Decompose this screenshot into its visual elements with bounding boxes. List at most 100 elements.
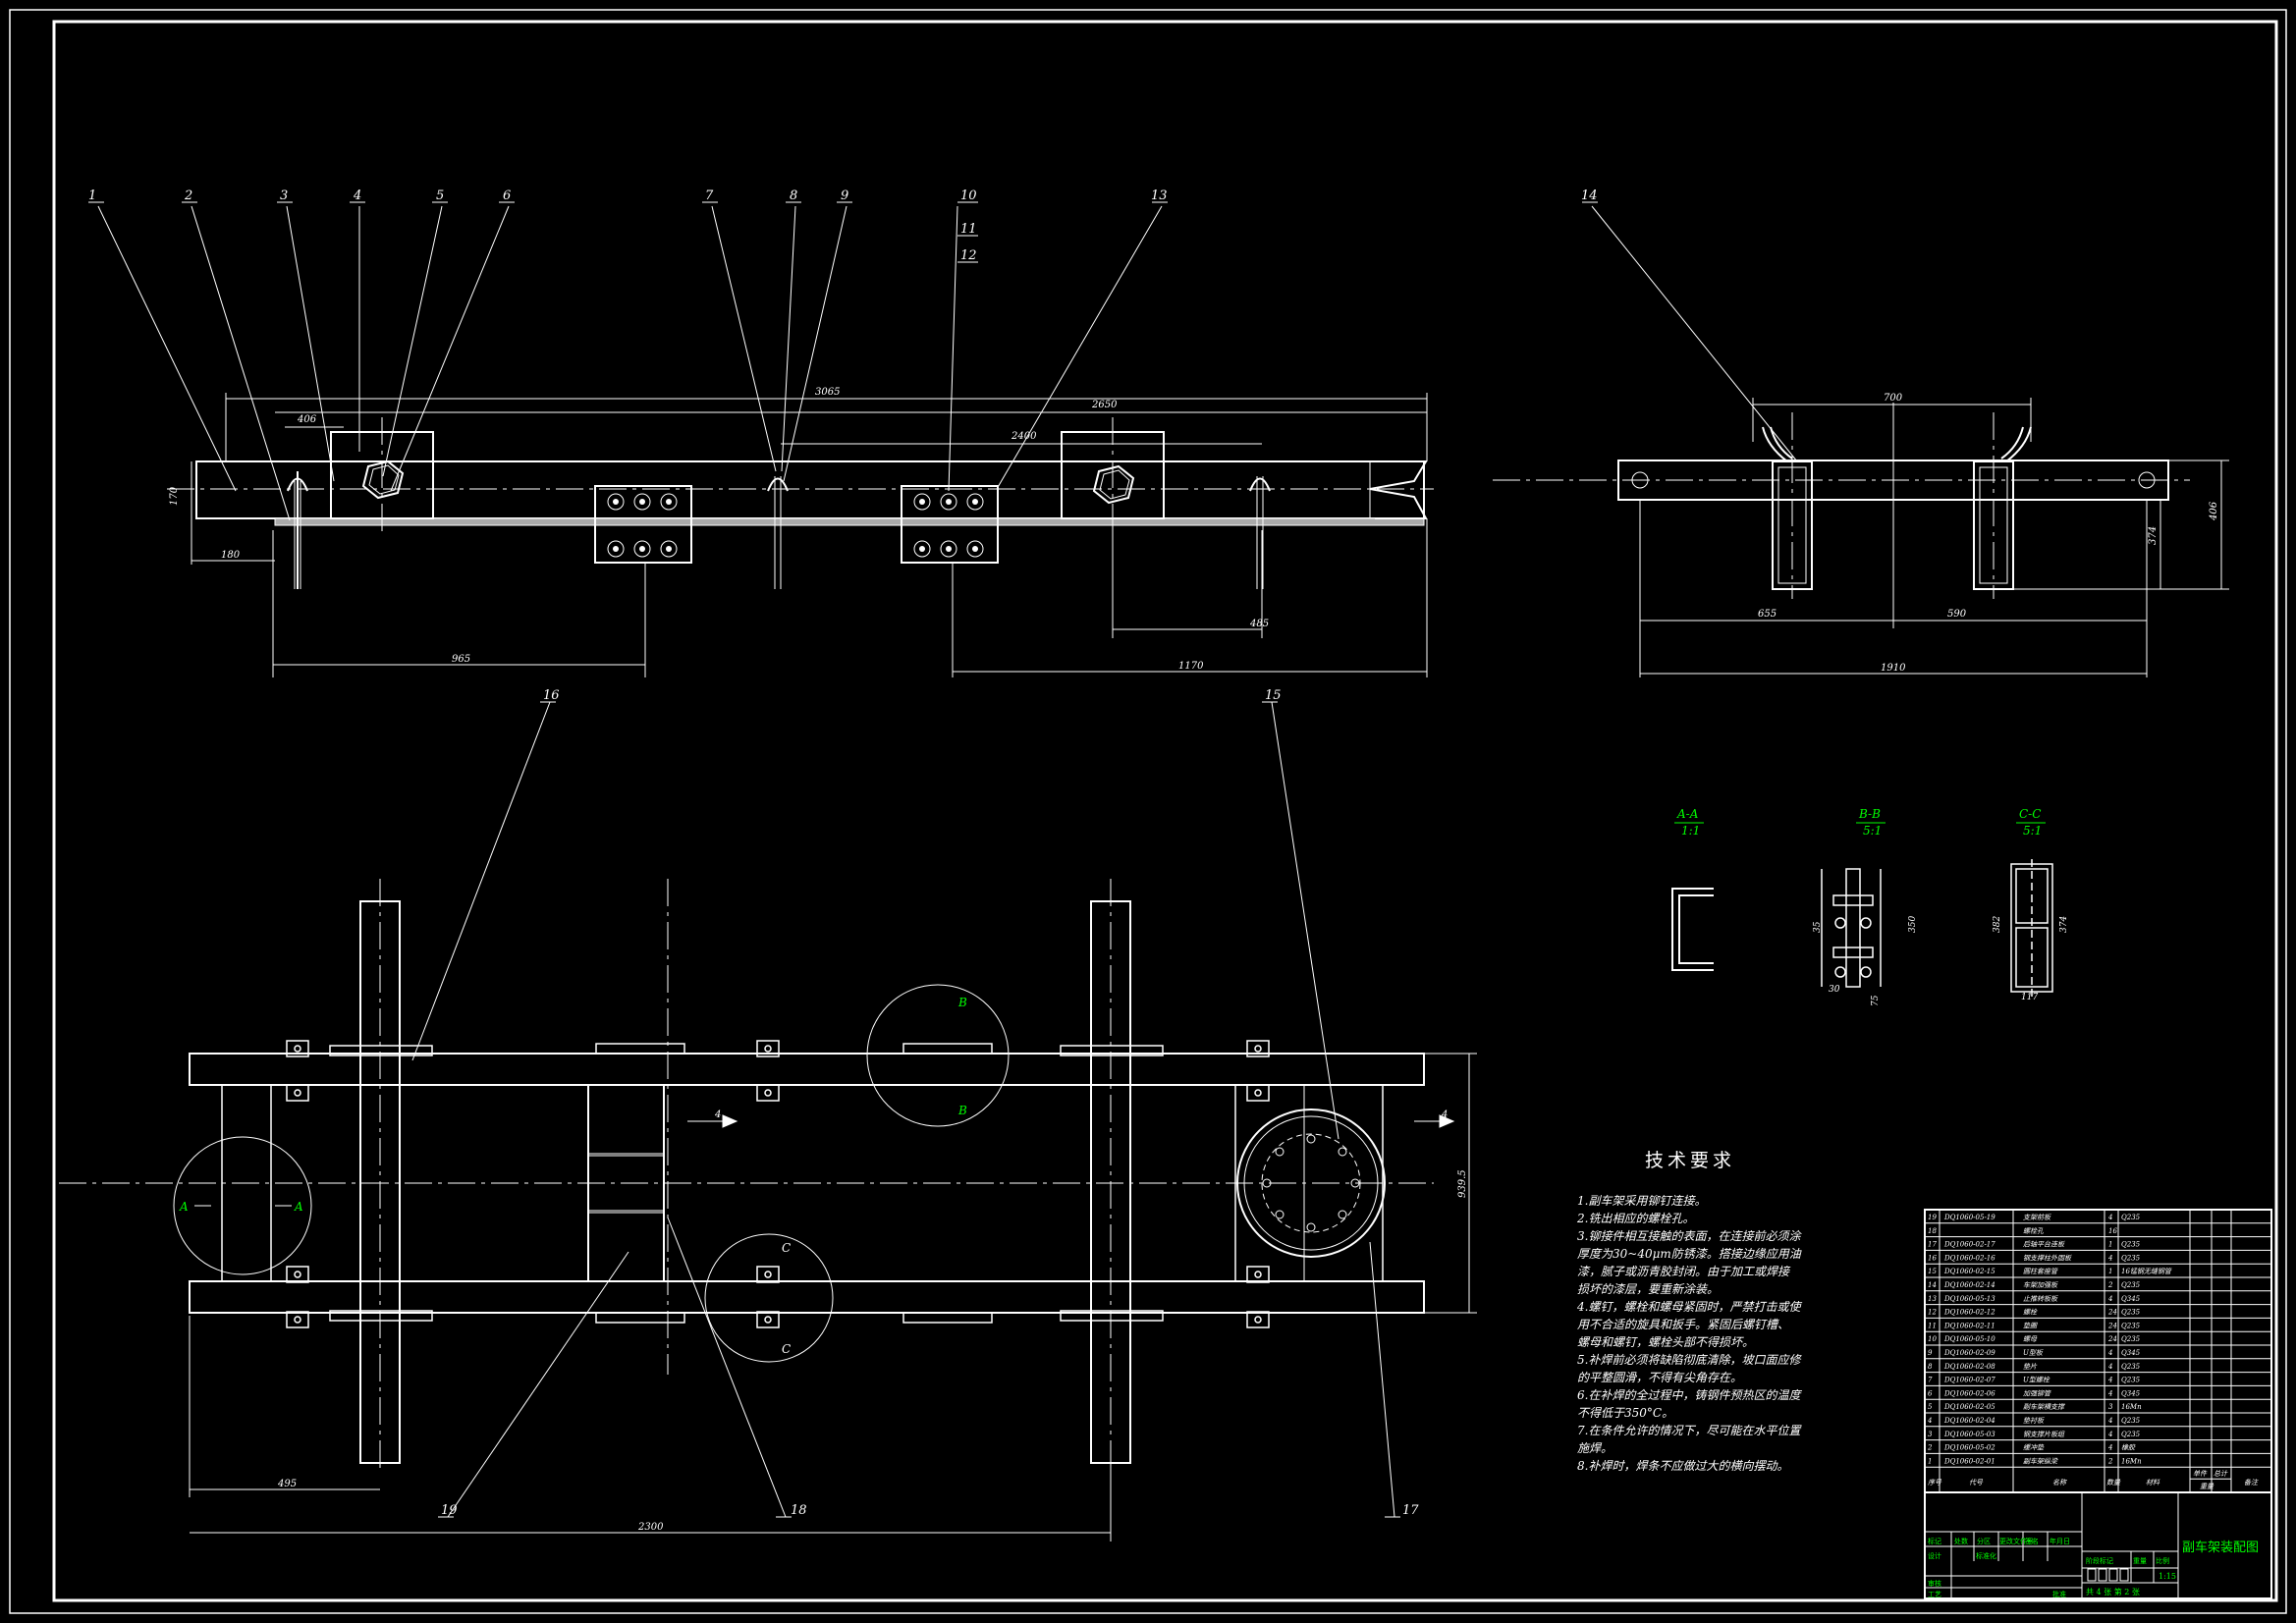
- balloon: 16: [543, 688, 560, 703]
- svg-text:B: B: [957, 996, 967, 1009]
- center-cross-beam: [587, 1084, 665, 1282]
- u-channel-left: [1762, 412, 1813, 599]
- svg-text:35: 35: [1813, 921, 1823, 933]
- svg-text:不得低于350°C。: 不得低于350°C。: [1577, 1406, 1673, 1420]
- svg-text:C-C: C-C: [2019, 807, 2041, 821]
- svg-text:5:1: 5:1: [2023, 824, 2042, 838]
- bom-no: 15: [1928, 1268, 1937, 1275]
- svg-text:170: 170: [169, 486, 180, 506]
- bom-header-no: 序号: [1928, 1479, 1942, 1487]
- bom-name: 副车架横支撑: [2023, 1403, 2065, 1411]
- svg-text:A: A: [179, 1200, 189, 1214]
- bom-qty: 4: [2107, 1389, 2112, 1397]
- svg-text:年月日: 年月日: [2050, 1537, 2070, 1545]
- bom-code: DQ1060-02-08: [1943, 1363, 1995, 1371]
- svg-text:厚度为30~40μm防锈漆。搭接边缘应用油: 厚度为30~40μm防锈漆。搭接边缘应用油: [1577, 1247, 1802, 1261]
- svg-text:700: 700: [1884, 393, 1903, 404]
- svg-text:漆，腻子或沥青胶封闭。由于加工或焊接: 漆，腻子或沥青胶封闭。由于加工或焊接: [1577, 1265, 1791, 1278]
- technical-requirements: 技术要求 1.副车架采用铆钉连接。 2.铣出相应的螺栓孔。 3.铆接件相互接触的…: [1576, 1150, 1802, 1473]
- bom-material: Q235: [2121, 1214, 2141, 1221]
- balloon: 17: [1402, 1503, 1419, 1518]
- svg-text:B-B: B-B: [1858, 807, 1881, 821]
- section-b-profile: [1821, 868, 1882, 988]
- svg-text:1.副车架采用铆钉连接。: 1.副车架采用铆钉连接。: [1577, 1194, 1706, 1208]
- svg-text:1910: 1910: [1881, 663, 1906, 674]
- bom-qty: 4: [2107, 1377, 2112, 1384]
- bom-material: Q235: [2121, 1377, 2141, 1384]
- svg-text:共 4 张 第 2 张: 共 4 张 第 2 张: [2086, 1587, 2140, 1596]
- bom-code: DQ1060-02-14: [1943, 1281, 1995, 1289]
- svg-text:495: 495: [277, 1479, 297, 1489]
- bom-no: 8: [1928, 1363, 1933, 1371]
- bom-material: Q235: [2121, 1281, 2141, 1289]
- svg-text:螺母和螺钉，螺栓头部不得损坏。: 螺母和螺钉，螺栓头部不得损坏。: [1577, 1335, 1754, 1349]
- svg-text:7.在条件允许的情况下，尽可能在水平位置: 7.在条件允许的情况下，尽可能在水平位置: [1577, 1424, 1802, 1437]
- inner-frame: [52, 20, 2278, 1602]
- bom-material: 16锰钢无缝钢管: [2121, 1268, 2172, 1275]
- bom-name: 钢支撑片板组: [2023, 1431, 2065, 1438]
- balloon: 12: [960, 248, 977, 263]
- bom-name: 螺母: [2023, 1335, 2038, 1343]
- bom-qty: 3: [2108, 1403, 2113, 1411]
- bom-code: DQ1060-02-07: [1943, 1377, 1995, 1384]
- bom-material: Q345: [2121, 1349, 2141, 1357]
- svg-text:75: 75: [1871, 995, 1881, 1006]
- svg-text:5:1: 5:1: [1863, 824, 1882, 838]
- cylindrical-seat: [1236, 1109, 1386, 1258]
- balloon: 14: [1581, 189, 1598, 203]
- bom-name: 垫圈: [2023, 1322, 2038, 1329]
- svg-text:C: C: [782, 1342, 791, 1356]
- balloon: 10: [960, 189, 977, 203]
- bom-name: 螺栓: [2023, 1309, 2038, 1317]
- balloon: 11: [960, 222, 977, 237]
- bom-qty: 1: [2108, 1268, 2112, 1275]
- svg-text:B: B: [957, 1104, 967, 1117]
- svg-text:2.铣出相应的螺栓孔。: 2.铣出相应的螺栓孔。: [1576, 1212, 1694, 1225]
- bom-name: 后轴平台连板: [2023, 1241, 2065, 1249]
- bom-name: 缓冲垫: [2023, 1444, 2045, 1452]
- bom-qty: 24: [2107, 1309, 2117, 1317]
- svg-text:8.补焊时，焊条不应做过大的横向摆动。: 8.补焊时，焊条不应做过大的横向摆动。: [1577, 1459, 1788, 1473]
- bom-material: Q235: [2121, 1254, 2141, 1262]
- svg-text:的平整圆滑，不得有尖角存在。: 的平整圆滑，不得有尖角存在。: [1577, 1371, 1742, 1384]
- reinforcement-strip: [274, 517, 1425, 526]
- bolt-plate-right: [901, 485, 999, 564]
- svg-text:签名: 签名: [2025, 1537, 2039, 1545]
- bom-name: 副车架纵梁: [2023, 1457, 2058, 1465]
- bom-qty: 4: [2107, 1363, 2112, 1371]
- bom-no: 4: [1927, 1417, 1932, 1425]
- balloon: 15: [1265, 688, 1282, 703]
- title-block: 标记 处数 分区 更改文件号 签名 年月日 设计 标准化 审核 工艺 批准 阶段…: [1924, 1491, 2272, 1599]
- svg-text:4: 4: [714, 1109, 721, 1120]
- bom-qty: 2: [2107, 1457, 2113, 1465]
- bom-code: DQ1060-02-04: [1943, 1417, 1995, 1425]
- bom-no: 11: [1928, 1322, 1937, 1329]
- svg-text:用不合适的旋具和扳手。紧固后螺钉槽、: 用不合适的旋具和扳手。紧固后螺钉槽、: [1577, 1318, 1789, 1331]
- bom-name: 垫片: [2023, 1363, 2038, 1371]
- outer-frame: [9, 9, 2287, 1614]
- bom-no: 13: [1928, 1295, 1937, 1303]
- svg-text:485: 485: [1249, 619, 1269, 629]
- bom-name: 钢支撑柱外固板: [2023, 1254, 2072, 1262]
- svg-text:406: 406: [297, 414, 317, 425]
- bom-no: 16: [1928, 1254, 1937, 1262]
- svg-text:406: 406: [2209, 501, 2219, 521]
- bom-code: DQ1060-02-05: [1943, 1403, 1995, 1411]
- balloon: 7: [705, 189, 714, 203]
- section-a-profile: [1671, 888, 1714, 971]
- svg-text:30: 30: [1829, 985, 1840, 995]
- svg-text:180: 180: [221, 550, 241, 561]
- detail-circle-b: [866, 984, 1010, 1127]
- bom-material: Q235: [2121, 1241, 2141, 1249]
- bom-no: 14: [1928, 1281, 1937, 1289]
- balloon: 2: [184, 189, 192, 203]
- bom-code: DQ1060-05-03: [1943, 1431, 1995, 1438]
- bom-header-remark: 备注: [2244, 1479, 2259, 1487]
- bom-code: DQ1060-05-19: [1943, 1214, 1995, 1221]
- bom-qty: 24: [2107, 1322, 2117, 1329]
- svg-text:阶段标记: 阶段标记: [2086, 1556, 2113, 1565]
- bom-material: Q235: [2121, 1417, 2141, 1425]
- leader-lines: [88, 201, 1798, 1518]
- svg-text:3.铆接件相互接触的表面，在连接前必须涂: 3.铆接件相互接触的表面，在连接前必须涂: [1577, 1229, 1802, 1243]
